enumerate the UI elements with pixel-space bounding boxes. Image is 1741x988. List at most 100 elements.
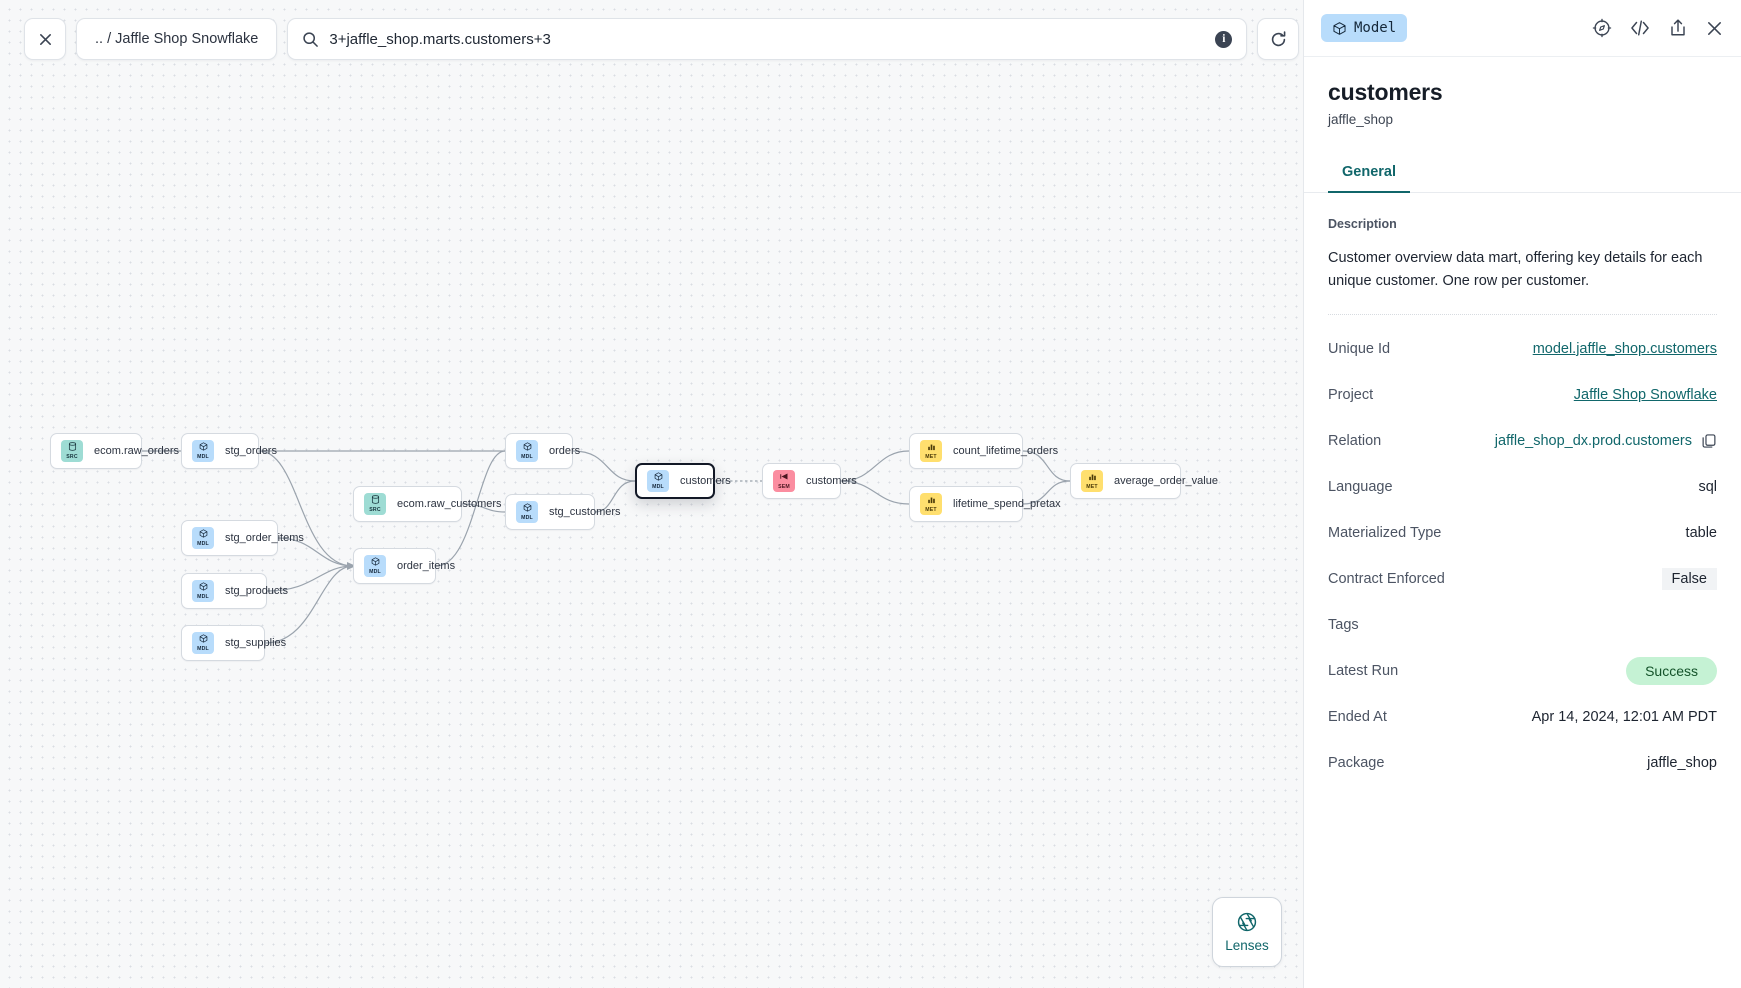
- cube-icon: [1333, 21, 1346, 35]
- divider: [1328, 313, 1717, 315]
- node-kind-label: Model: [1354, 20, 1397, 36]
- breadcrumb[interactable]: .. / Jaffle Shop Snowflake: [76, 18, 278, 60]
- graph-node-order_items[interactable]: MDL order_items: [353, 548, 455, 584]
- graph-node-label: customers: [806, 475, 857, 487]
- mdl-badge-icon: MDL: [192, 440, 214, 462]
- graph-node-ecom_raw_customers[interactable]: SRC ecom.raw_customers: [353, 486, 502, 522]
- graph-node-label: ecom.raw_orders: [94, 445, 179, 457]
- panel-header: customers jaffle_shop: [1304, 57, 1741, 127]
- code-icon[interactable]: [1629, 18, 1651, 38]
- refresh-button[interactable]: [1257, 18, 1300, 60]
- page-title: customers: [1328, 79, 1443, 105]
- mdl-badge-icon: MDL: [516, 501, 538, 523]
- field-value-text[interactable]: jaffle_shop_dx.prod.customers: [1494, 432, 1692, 449]
- field-key: Project: [1328, 386, 1374, 403]
- status-badge[interactable]: Success: [1626, 656, 1717, 685]
- graph-node-label: stg_supplies: [225, 637, 287, 649]
- graph-node-ecom_raw_orders[interactable]: SRC ecom.raw_orders: [50, 433, 179, 469]
- field-value: table: [1686, 525, 1717, 541]
- graph-node-stg_order_items[interactable]: MDL stg_order_items: [181, 520, 304, 556]
- field-key: Ended At: [1328, 708, 1387, 725]
- search-icon: [302, 31, 319, 48]
- graph-node-label: orders: [549, 445, 581, 457]
- field-row: Language sql: [1328, 471, 1717, 503]
- panel-tabs: General: [1304, 157, 1741, 193]
- explore-icon[interactable]: [1592, 18, 1612, 38]
- met-badge-icon: MET: [1081, 470, 1103, 492]
- breadcrumb-label: .. / Jaffle Shop Snowflake: [95, 31, 259, 47]
- mdl-badge-icon: MDL: [516, 440, 538, 462]
- mdl-badge-icon: MDL: [192, 527, 214, 549]
- info-icon[interactable]: i: [1215, 30, 1233, 48]
- field-key: Materialized Type: [1328, 524, 1442, 541]
- met-badge-icon: MET: [920, 493, 942, 515]
- aperture-icon: [1237, 912, 1257, 932]
- share-icon[interactable]: [1668, 18, 1688, 38]
- graph-node-label: ecom.raw_customers: [397, 498, 502, 510]
- field-key: Unique Id: [1328, 340, 1391, 357]
- field-value-text: jaffle_shop: [1647, 754, 1717, 771]
- close-icon[interactable]: [1705, 19, 1724, 38]
- graph-node-label: average_order_value: [1114, 475, 1218, 487]
- field-value-link[interactable]: Jaffle Shop Snowflake: [1573, 386, 1717, 403]
- graph-node-label: stg_customers: [549, 506, 621, 518]
- field-value: Apr 14, 2024, 12:01 AM PDT: [1532, 709, 1717, 725]
- field-value-text: table: [1685, 524, 1717, 541]
- detail-panel: Model: [1303, 0, 1741, 988]
- panel-actions: [1592, 18, 1724, 38]
- field-value-link[interactable]: model.jaffle_shop.customers: [1532, 340, 1717, 357]
- search-bar[interactable]: i: [287, 18, 1248, 60]
- graph-node-customers_semantic[interactable]: SEM customers: [762, 463, 857, 499]
- field-key: Latest Run: [1328, 662, 1399, 679]
- field-row: Unique Id model.jaffle_shop.customers: [1328, 333, 1717, 365]
- panel-body: Description Customer overview data mart,…: [1304, 193, 1741, 988]
- search-input[interactable]: [329, 30, 1206, 48]
- field-value-text: sql: [1698, 478, 1717, 495]
- graph-node-label: lifetime_spend_pretax: [953, 498, 1061, 510]
- src-badge-icon: SRC: [61, 440, 83, 462]
- field-value: jaffle_shop_dx.prod.customers: [1495, 433, 1717, 449]
- lenses-button[interactable]: Lenses: [1212, 897, 1282, 967]
- graph-node-lifetime_spend_pretax[interactable]: MET lifetime_spend_pretax: [909, 486, 1061, 522]
- graph-node-stg_supplies[interactable]: MDL stg_supplies: [181, 625, 286, 661]
- graph-node-orders[interactable]: MDL orders: [505, 433, 580, 469]
- field-row: Relation jaffle_shop_dx.prod.customers: [1328, 425, 1717, 457]
- field-key: Language: [1328, 478, 1393, 495]
- close-lineage-button[interactable]: [24, 18, 66, 60]
- field-key: Contract Enforced: [1328, 570, 1445, 587]
- graph-node-average_order_value[interactable]: MET average_order_value: [1070, 463, 1218, 499]
- met-badge-icon: MET: [920, 440, 942, 462]
- canvas-toolbar: .. / Jaffle Shop Snowflake i: [24, 18, 1300, 60]
- field-value-text: Apr 14, 2024, 12:01 AM PDT: [1531, 708, 1717, 725]
- graph-node-label: order_items: [397, 560, 456, 572]
- field-value: model.jaffle_shop.customers: [1533, 341, 1717, 357]
- field-key: Relation: [1328, 432, 1382, 449]
- graph-node-label: stg_order_items: [225, 532, 304, 544]
- src-badge-icon: SRC: [364, 493, 386, 515]
- mdl-badge-icon: MDL: [192, 632, 214, 654]
- refresh-icon: [1271, 30, 1286, 46]
- field-row: Project Jaffle Shop Snowflake: [1328, 379, 1717, 411]
- graph-node-stg_customers[interactable]: MDL stg_customers: [505, 494, 621, 530]
- field-key: Tags: [1328, 616, 1359, 633]
- field-value: Success: [1626, 656, 1717, 685]
- field-row: Ended At Apr 14, 2024, 12:01 AM PDT: [1328, 701, 1717, 733]
- copy-icon[interactable]: [1701, 433, 1717, 449]
- tab-general[interactable]: General: [1328, 157, 1410, 193]
- panel-toolbar: Model: [1304, 0, 1741, 57]
- field-row: Latest Run Success: [1328, 655, 1717, 687]
- field-value: False: [1661, 567, 1717, 590]
- field-value: jaffle_shop: [1647, 755, 1717, 771]
- field-value: sql: [1698, 479, 1717, 495]
- node-kind-chip: Model: [1321, 14, 1408, 42]
- sem-badge-icon: SEM: [773, 470, 795, 492]
- status-badge: False: [1661, 567, 1717, 590]
- mdl-badge-icon: MDL: [364, 555, 386, 577]
